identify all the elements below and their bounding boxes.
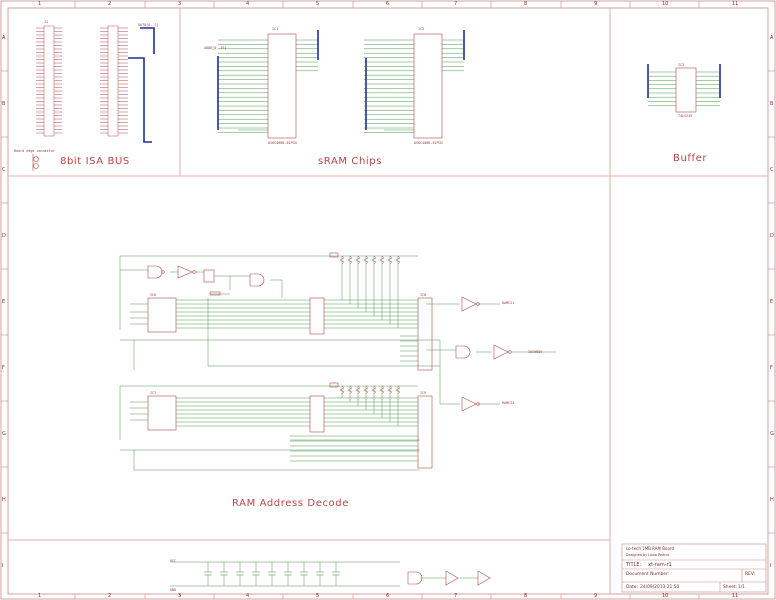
isa-note: Board edge connector (14, 149, 55, 153)
net-ram-cs2: RAMCS2 (502, 401, 515, 405)
column-label: 1 (38, 593, 42, 599)
column-label: 8 (524, 1, 528, 7)
row-label: G (770, 431, 774, 437)
row-label: D (2, 233, 6, 239)
title-value: xt-ram-r1 (648, 562, 672, 568)
column-label: 1 (38, 1, 42, 7)
column-label: 7 (454, 1, 458, 7)
net-gnd: GND (170, 588, 177, 592)
sram2-ref: IC2 (418, 27, 425, 31)
row-label: H (770, 497, 774, 503)
column-label: 10 (662, 1, 669, 7)
row-label: D (770, 233, 774, 239)
row-label: C (770, 167, 774, 173)
docnum-label: Document Number: (626, 572, 670, 577)
column-label: 9 (594, 1, 598, 7)
section-title-decode: RAM Address Decode (232, 498, 349, 509)
isa-jumper (32, 154, 39, 171)
section-title-buffer: Buffer (673, 153, 708, 164)
row-label: A (2, 35, 6, 41)
row-label: F (2, 365, 5, 371)
sheet-value: 1/1 (738, 585, 746, 590)
isa-connector (36, 25, 128, 137)
title-board: Lo-tech 1MB RAM Board (626, 546, 675, 551)
column-label: 5 (316, 593, 320, 599)
rev-label: REV: (745, 572, 755, 577)
date-value: 24/09/2013 21:50 (640, 585, 680, 590)
buffer-value: 74LS245 (678, 114, 693, 118)
row-label: A (770, 35, 774, 41)
column-label: 9 (594, 593, 598, 599)
net-vcc: VCC (170, 559, 177, 563)
row-label: G (2, 431, 6, 437)
row-label: C (2, 167, 6, 173)
title-block (621, 543, 767, 593)
column-label: 8 (524, 593, 528, 599)
row-label: E (770, 299, 774, 305)
title-designer: Designed by Lowe Pearce (626, 553, 670, 557)
sram-chip-1 (267, 33, 297, 139)
row-label: H (2, 497, 6, 503)
column-label: 5 (316, 1, 320, 7)
column-label: 2 (108, 1, 112, 7)
mux-top-ref: IC8 (420, 293, 427, 297)
power-gates (407, 570, 491, 586)
column-label: 3 (178, 1, 182, 7)
buffer-chip (675, 67, 697, 113)
isa-ref: J1 (44, 20, 49, 24)
column-label: 4 (246, 1, 250, 7)
decode-parts (147, 252, 512, 469)
net-iochrdy: IOCHRDY (528, 350, 543, 354)
column-label: 4 (246, 593, 250, 599)
column-label: 3 (178, 593, 182, 599)
sram2-value: AS6C4008-55PCN (414, 141, 443, 145)
column-label: 7 (454, 593, 458, 599)
sram1-ref: IC1 (272, 27, 279, 31)
net-data-bus: DATA[0..7] (138, 23, 159, 27)
sram1-value: AS6C4008-55PCN (268, 141, 297, 145)
section-title-isa: 8bit ISA BUS (60, 156, 130, 167)
row-label: B (770, 101, 774, 107)
power-caps (170, 561, 400, 587)
row-label: E (2, 299, 6, 305)
column-label: 10 (662, 593, 669, 599)
pullups (339, 255, 401, 395)
mux-bottom-ref: IC9 (420, 391, 427, 395)
sram-bus-lines (217, 30, 465, 130)
row-label: B (2, 101, 6, 107)
buffer-bus-lines (647, 64, 721, 98)
section-title-sram: sRAM Chips (318, 156, 383, 167)
column-label: 11 (732, 1, 739, 7)
decode-wiring (119, 255, 556, 471)
net-ram-cs1: RAMCS1 (502, 301, 515, 305)
buffer-ref: IC3 (678, 63, 685, 67)
row-label: F (770, 365, 773, 371)
row-label: I (2, 563, 4, 569)
net-addr-bus: ADDR[0..19] (204, 46, 227, 50)
sheet-label: Sheet: (723, 585, 738, 590)
sram-chip-2 (413, 33, 443, 139)
column-label: 2 (108, 593, 112, 599)
decode-bottom-ref: IC7 (150, 391, 157, 395)
row-label: I (770, 563, 772, 569)
column-label: 11 (732, 593, 739, 599)
isa-bus-lines (128, 27, 155, 143)
column-label: 6 (386, 593, 390, 599)
decode-top-ref: IC6 (150, 293, 157, 297)
date-label: Date: (626, 585, 638, 590)
title-label: TITLE: (626, 562, 642, 568)
column-label: 6 (386, 1, 390, 7)
